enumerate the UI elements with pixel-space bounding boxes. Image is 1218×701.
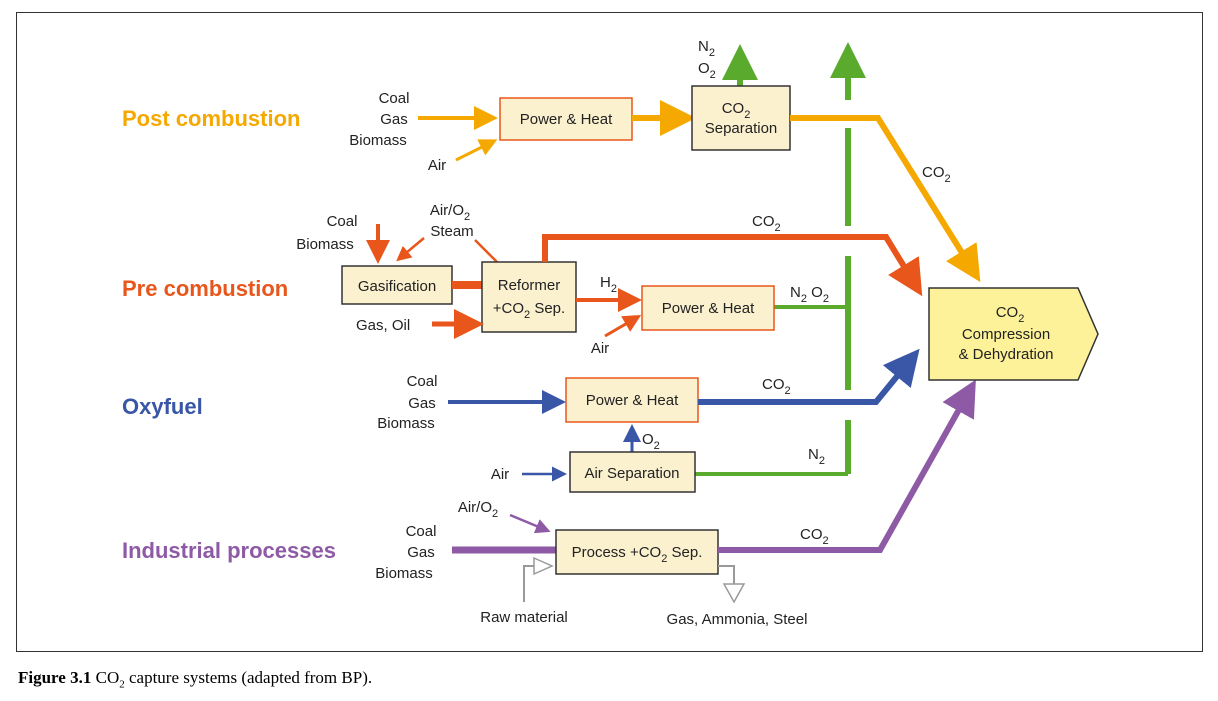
pre-fuel-coal: Coal — [327, 213, 358, 230]
ind-air-o2-label: Air/O2 — [458, 499, 498, 520]
pre-steam-label: Steam — [430, 223, 473, 240]
reformer-top: Reformer — [498, 277, 561, 294]
post-fuel-coal: Coal — [379, 90, 410, 107]
co2-separation-box — [691, 85, 791, 151]
comp-top: CO2 — [996, 304, 1025, 325]
industrial-label: Industrial processes — [122, 538, 336, 563]
pre-combustion-label: Pre combustion — [122, 276, 288, 301]
post-fuel-biomass: Biomass — [349, 132, 407, 149]
industrial-row: Industrial processes Air/O2 Coal Gas Bio… — [122, 379, 976, 628]
oxyfuel-row: Oxyfuel Coal Gas Biomass Power & Heat CO… — [122, 348, 920, 493]
oxy-fuel-coal: Coal — [407, 373, 438, 390]
caption-sub: 2 — [119, 678, 125, 691]
raw-material-label: Raw material — [480, 609, 568, 626]
oxy-fuel-biomass: Biomass — [377, 415, 435, 432]
pre-n2o2-label: N2 O2 — [790, 284, 829, 305]
post-o2-label: O2 — [698, 60, 716, 81]
pre-power-heat-box — [641, 285, 775, 331]
green-vent-lines — [695, 42, 866, 476]
ind-co2-label: CO2 — [800, 526, 829, 547]
gasification-label: Gasification — [358, 278, 436, 295]
pre-air-label: Air — [591, 340, 609, 357]
co2-sep-top: CO2 — [722, 100, 751, 121]
reformer-bottom: +CO2 Sep. — [493, 300, 565, 321]
post-combustion-row: Post combustion Coal Gas Biomass Air Pow… — [122, 38, 981, 283]
air-separation-label: Air Separation — [584, 465, 679, 482]
pre-h2-label: H2 — [600, 274, 617, 295]
post-combustion-label: Post combustion — [122, 106, 300, 131]
process-co2-sep-label: Process +CO2 Sep. — [572, 544, 703, 565]
post-fuel-gas: Gas — [380, 111, 408, 128]
ind-fuel-gas: Gas — [407, 544, 435, 561]
pre-fuel-biomass: Biomass — [296, 236, 354, 253]
oxy-n2-label: N2 — [808, 446, 825, 467]
caption-label: Figure 3.1 — [18, 668, 92, 687]
post-n2-label: N2 — [698, 38, 715, 59]
oxy-fuel-gas: Gas — [408, 395, 436, 412]
post-air-label: Air — [428, 157, 446, 174]
caption-text-a: CO — [95, 668, 120, 687]
co2-sep-bottom: Separation — [705, 120, 778, 137]
ind-fuel-coal: Coal — [406, 523, 437, 540]
reformer-box — [481, 261, 577, 333]
co2-compression-box: CO2 Compression & Dehydration — [928, 287, 1099, 381]
pre-gas-oil-label: Gas, Oil — [356, 317, 410, 334]
pre-power-heat-label: Power & Heat — [662, 300, 755, 317]
post-power-heat-box — [499, 97, 633, 141]
comp-mid: Compression — [962, 326, 1050, 343]
comp-bottom: & Dehydration — [958, 346, 1053, 363]
oxy-power-heat-label: Power & Heat — [586, 392, 679, 409]
post-co2-label: CO2 — [922, 164, 951, 185]
oxy-co2-label: CO2 — [762, 376, 791, 397]
ind-fuel-biomass: Biomass — [375, 565, 433, 582]
oxyfuel-label: Oxyfuel — [122, 394, 203, 419]
pre-co2-label: CO2 — [752, 213, 781, 234]
caption-text-b: capture systems (adapted from BP). — [124, 668, 373, 687]
air-separation-box — [569, 451, 696, 493]
oxy-air-label: Air — [491, 466, 509, 483]
figure-caption: Figure 3.1 CO2 capture systems (adapted … — [18, 668, 372, 690]
post-power-heat-label: Power & Heat — [520, 111, 613, 128]
products-label: Gas, Ammonia, Steel — [667, 611, 808, 628]
process-co2-sep-box — [555, 529, 719, 575]
pre-combustion-row: Pre combustion Coal Biomass Air/O2 Steam… — [122, 202, 923, 357]
pre-air-o2-label: Air/O2 — [430, 202, 470, 223]
oxy-o2-label: O2 — [642, 431, 660, 452]
